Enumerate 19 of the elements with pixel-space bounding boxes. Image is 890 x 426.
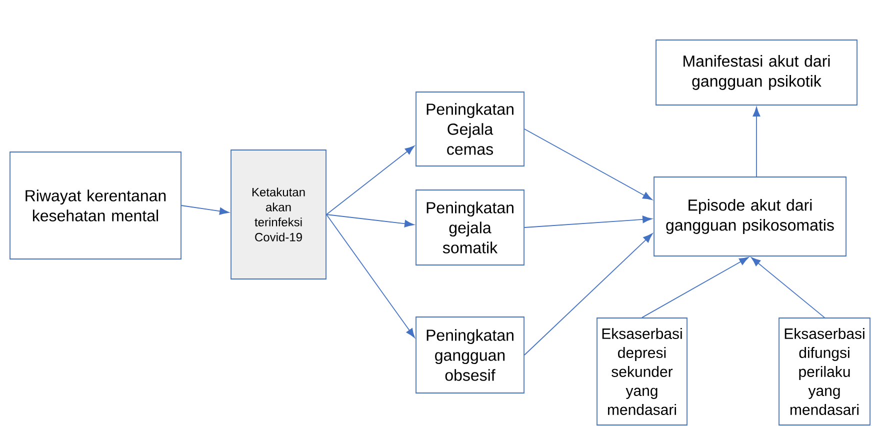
arrow xyxy=(642,256,749,318)
process-box: Ketakutan akan terinfeksi Covid-19 xyxy=(230,150,326,280)
process-box: Peningkatan gangguan obsesif xyxy=(416,316,524,394)
arrow xyxy=(524,233,653,356)
arrow xyxy=(524,216,652,228)
arrow xyxy=(524,128,652,200)
process-box: Peningkatan Gejala cemas xyxy=(416,92,524,166)
process-box: Eksaserbasi difungsi perilaku yang mendasari xyxy=(778,318,870,426)
arrow xyxy=(326,146,414,215)
process-box: Eksaserbasi depresi sekunder yang mendasari xyxy=(596,318,688,426)
process-box: Peningkatan gejala somatik xyxy=(416,190,524,266)
arrow xyxy=(326,214,415,338)
arrow xyxy=(752,106,760,177)
arrow xyxy=(326,214,414,228)
arrow xyxy=(181,205,230,215)
arrow xyxy=(751,257,825,318)
process-box: Manifestasi akut dari gangguan psikotik xyxy=(656,40,858,106)
process-box: Riwayat kerentanan kesehatan mental xyxy=(10,152,182,260)
process-box: Episode akut dari gangguan psikosomatis xyxy=(654,176,846,256)
